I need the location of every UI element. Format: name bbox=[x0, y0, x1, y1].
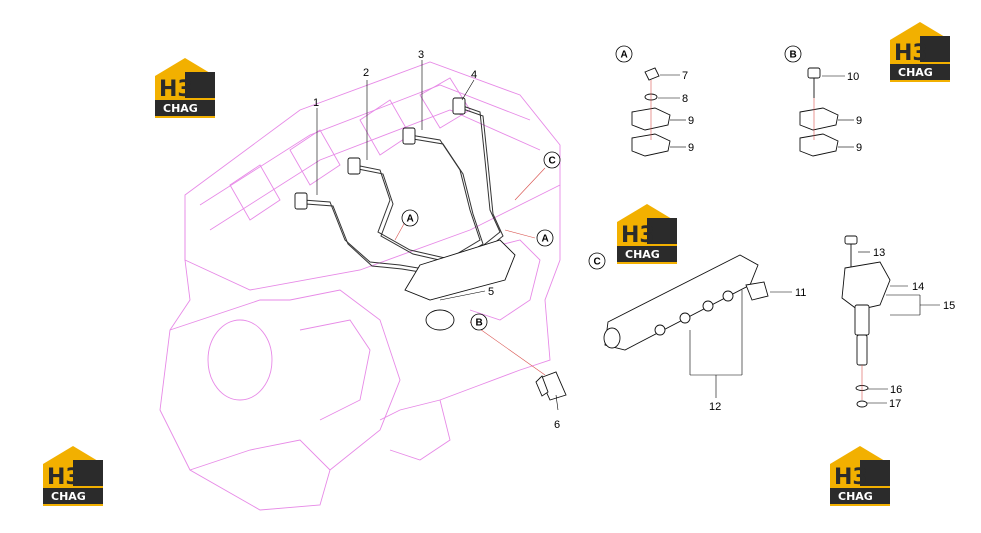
svg-text:C: C bbox=[549, 156, 556, 167]
svg-text:H3: H3 bbox=[894, 41, 928, 66]
callout-7: 7 bbox=[682, 70, 688, 82]
callout-9c: 9 bbox=[856, 115, 862, 127]
detail-a bbox=[631, 67, 686, 157]
callout-4: 4 bbox=[471, 69, 477, 81]
callout-10: 10 bbox=[847, 71, 859, 83]
svg-text:CHAG: CHAG bbox=[51, 490, 86, 503]
callout-15: 15 bbox=[943, 300, 955, 312]
callout-9a: 9 bbox=[688, 115, 694, 127]
callout-11: 11 bbox=[795, 287, 806, 299]
engine-block bbox=[159, 61, 561, 511]
callout-8: 8 bbox=[682, 93, 688, 105]
brand-logo-4: H3 CHAG bbox=[43, 446, 103, 506]
callout-1: 1 bbox=[313, 97, 319, 109]
callout-17: 17 bbox=[889, 398, 901, 410]
detail-label-a-main-1: A bbox=[401, 209, 419, 227]
svg-text:CHAG: CHAG bbox=[163, 102, 198, 115]
callout-3: 3 bbox=[418, 49, 424, 61]
svg-text:C: C bbox=[594, 257, 601, 268]
detail-label-a-main-2: A bbox=[536, 229, 554, 247]
leader-lines-main bbox=[316, 60, 559, 411]
brand-logo-1: H3 CHAG bbox=[155, 58, 215, 118]
detail-c-rail bbox=[603, 254, 792, 398]
detail-label-a-top: A bbox=[615, 45, 633, 63]
injector bbox=[841, 235, 940, 408]
svg-text:H3: H3 bbox=[621, 223, 655, 248]
callout-16: 16 bbox=[890, 384, 902, 396]
detail-b bbox=[799, 67, 854, 157]
svg-text:A: A bbox=[542, 234, 549, 245]
detail-label-b-main: B bbox=[470, 313, 488, 331]
svg-text:CHAG: CHAG bbox=[838, 490, 873, 503]
svg-text:B: B bbox=[790, 50, 797, 61]
bolt-6 bbox=[535, 371, 567, 401]
svg-text:CHAG: CHAG bbox=[898, 66, 933, 79]
svg-text:A: A bbox=[621, 50, 628, 61]
fuel-pipes bbox=[294, 97, 516, 331]
svg-text:B: B bbox=[476, 318, 483, 329]
callout-13: 13 bbox=[873, 247, 885, 259]
svg-text:H3: H3 bbox=[47, 465, 81, 490]
callout-2: 2 bbox=[363, 67, 369, 79]
callout-9b: 9 bbox=[688, 142, 694, 154]
detail-label-c-main: C bbox=[543, 151, 561, 169]
svg-text:H3: H3 bbox=[159, 77, 193, 102]
brand-logo-3: H3 CHAG bbox=[617, 204, 677, 264]
brand-logo-5: H3 CHAG bbox=[830, 446, 890, 506]
callout-14: 14 bbox=[912, 281, 924, 293]
svg-text:CHAG: CHAG bbox=[625, 248, 660, 261]
brand-logo-2: H3 CHAG bbox=[890, 22, 950, 82]
detail-label-b-top: B bbox=[784, 45, 802, 63]
callout-12: 12 bbox=[709, 401, 721, 413]
callout-9d: 9 bbox=[856, 142, 862, 154]
svg-text:H3: H3 bbox=[834, 465, 868, 490]
svg-text:A: A bbox=[407, 214, 414, 225]
callout-6: 6 bbox=[554, 419, 560, 431]
callout-5: 5 bbox=[488, 286, 494, 298]
detail-label-c-top: C bbox=[588, 252, 606, 270]
